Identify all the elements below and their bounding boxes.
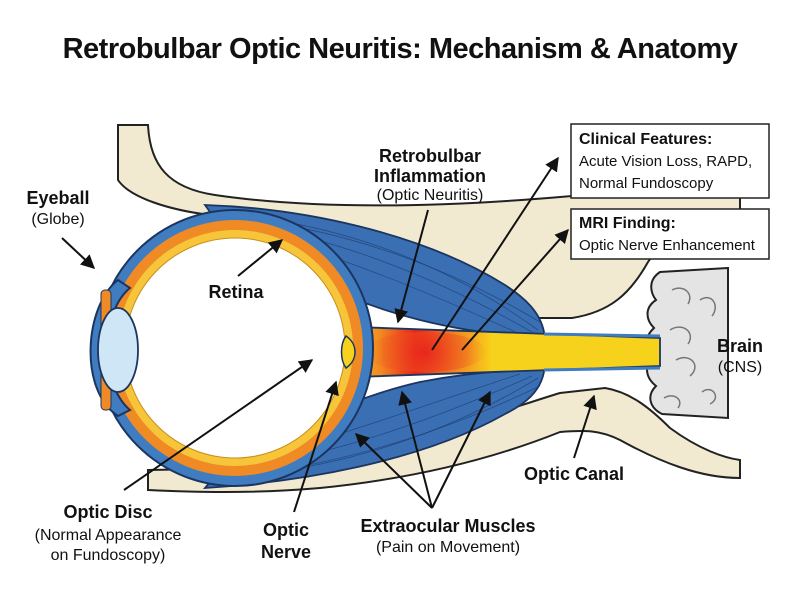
brain-gyri — [663, 287, 717, 409]
label-inflammation-line1: Retrobulbar — [379, 146, 481, 166]
label-extraocular-muscles: Extraocular Muscles — [360, 516, 535, 536]
lens — [97, 307, 139, 393]
arrow-muscle-1 — [354, 433, 433, 509]
vitreous — [124, 237, 346, 459]
label-optic-nerve-line2: Nerve — [261, 542, 311, 562]
label-brain-sub: (CNS) — [718, 359, 762, 376]
arrow-muscle-2 — [398, 390, 433, 509]
arrow-inflammation — [394, 209, 429, 324]
arrow-eyeball — [61, 237, 96, 269]
arrow-optic-disc — [123, 359, 314, 491]
mri-finding-line1: Optic Nerve Enhancement — [579, 237, 756, 254]
inflammation-site — [363, 332, 487, 372]
label-inflammation-line2: Inflammation — [374, 166, 486, 186]
mri-finding-title: MRI Finding: — [579, 215, 676, 232]
label-extraocular-muscles-sub: (Pain on Movement) — [376, 539, 520, 556]
mri-finding-box: MRI Finding: Optic Nerve Enhancement — [570, 208, 770, 260]
clinical-features-title: Clinical Features: — [579, 131, 712, 148]
label-eyeball-sub: (Globe) — [31, 211, 84, 228]
label-optic-disc: Optic Disc — [63, 502, 152, 522]
label-eyeball: Eyeball — [26, 188, 89, 208]
arrow-optic-canal — [573, 394, 597, 459]
label-optic-disc-sub1: (Normal Appearance — [35, 527, 182, 544]
label-optic-nerve-line1: Optic — [263, 520, 309, 540]
arrow-clinical — [431, 156, 559, 351]
optic-disc — [340, 334, 356, 370]
arrow-mri — [461, 228, 569, 351]
optic-canal-sheath — [543, 332, 661, 372]
label-optic-canal: Optic Canal — [524, 464, 624, 484]
label-optic-disc-sub2: on Fundoscopy) — [51, 547, 166, 564]
clinical-features-box: Clinical Features: Acute Vision Loss, RA… — [570, 123, 770, 199]
label-inflammation-sub: (Optic Neuritis) — [377, 187, 484, 204]
label-brain: Brain — [717, 336, 763, 356]
clinical-features-line1: Acute Vision Loss, RAPD, — [579, 153, 752, 170]
page-title: Retrobulbar Optic Neuritis: Mechanism & … — [63, 33, 738, 65]
arrow-optic-nerve — [293, 380, 339, 513]
arrow-muscle-3 — [431, 390, 491, 509]
label-retina: Retina — [208, 282, 264, 302]
arrow-retina — [237, 239, 284, 277]
clinical-features-line2: Normal Fundoscopy — [579, 175, 714, 192]
